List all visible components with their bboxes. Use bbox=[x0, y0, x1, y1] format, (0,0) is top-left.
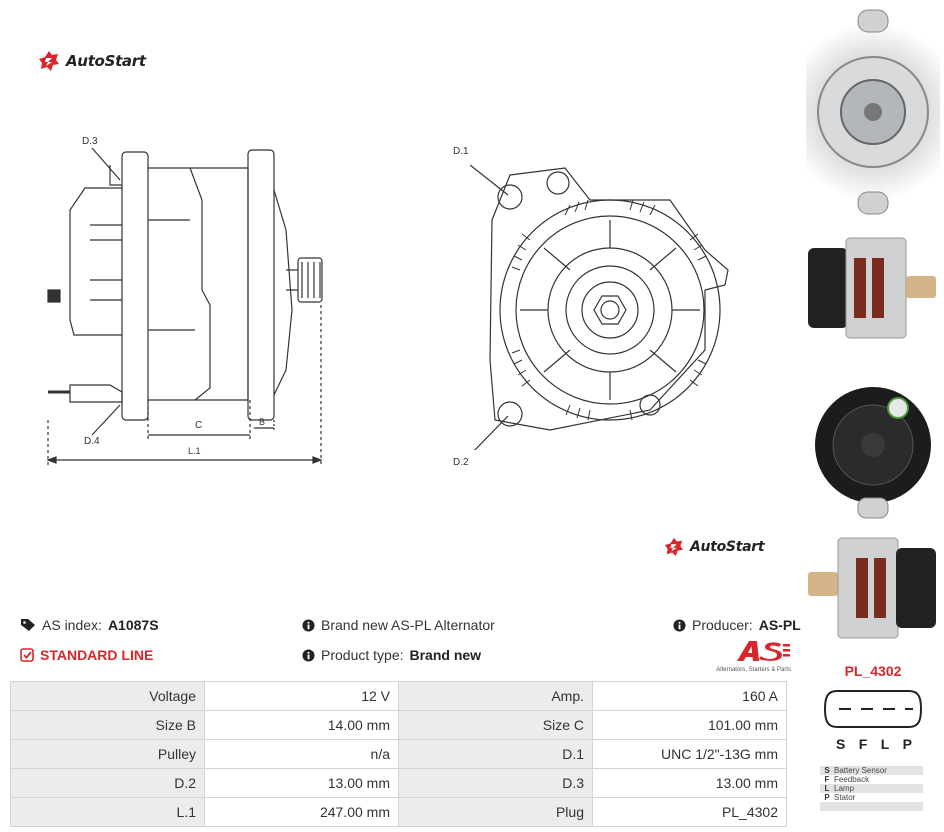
legend-row: S Battery Sensor bbox=[820, 766, 923, 775]
alternator-rear-icon bbox=[815, 387, 931, 519]
legend-key: S bbox=[824, 766, 830, 775]
side-view-drawing bbox=[46, 147, 323, 465]
plug-connector-icon bbox=[823, 690, 923, 728]
spec-value: 160 A bbox=[592, 681, 787, 711]
as-index: AS index: A1087S bbox=[20, 617, 159, 633]
standard-line-text: STANDARD LINE bbox=[40, 647, 154, 663]
brand-new-info: Brand new AS-PL Alternator bbox=[302, 617, 495, 633]
standard-line-badge: STANDARD LINE bbox=[20, 647, 153, 663]
spec-label: L.1 bbox=[10, 797, 205, 827]
product-photo-side2 bbox=[806, 528, 940, 648]
front-view-drawing bbox=[470, 164, 729, 450]
label-d2: D.2 bbox=[453, 457, 469, 468]
as-pl-logo-icon bbox=[737, 641, 790, 661]
legend-key: F bbox=[824, 775, 830, 784]
plug-pins: S F L P bbox=[836, 736, 912, 752]
spec-value: 13.00 mm bbox=[204, 768, 399, 798]
spec-label: Size B bbox=[10, 710, 205, 740]
legend-key: L bbox=[824, 784, 830, 793]
producer-label: Producer: bbox=[692, 617, 753, 633]
product-type-info: Product type: Brand new bbox=[302, 647, 481, 663]
label-l1: L.1 bbox=[188, 446, 201, 456]
product-photo-rear bbox=[806, 370, 940, 520]
as-pl-caption: Alternators, Starters & Parts bbox=[716, 667, 791, 673]
brand-new-text: Brand new AS-PL Alternator bbox=[321, 617, 495, 633]
product-photo-side bbox=[806, 228, 940, 346]
plug-pin: L bbox=[880, 736, 890, 752]
autostart-logo-icon bbox=[664, 537, 684, 557]
legend-row: L Lamp bbox=[820, 784, 923, 793]
tag-icon bbox=[21, 619, 35, 631]
legend-row: F Feedback bbox=[820, 775, 923, 784]
producer-value: AS-PL bbox=[758, 617, 801, 633]
brand-name: AutoStart bbox=[66, 52, 146, 70]
spec-value: 13.00 mm bbox=[592, 768, 787, 798]
plug-pin: F bbox=[858, 736, 868, 752]
legend-row bbox=[820, 802, 923, 811]
info-circle-icon bbox=[673, 618, 686, 632]
alternator-side-icon bbox=[808, 237, 936, 339]
as-pl-logo: Alternators, Starters & Parts bbox=[705, 640, 791, 673]
legend-desc: Stator bbox=[834, 793, 856, 802]
label-b: B bbox=[259, 417, 266, 427]
info-circle-icon bbox=[302, 648, 315, 662]
spec-value: UNC 1/2"-13G mm bbox=[592, 739, 787, 769]
product-type-label: Product type: bbox=[321, 647, 404, 663]
legend-desc: Feedback bbox=[834, 775, 870, 784]
label-c: C bbox=[195, 420, 203, 431]
plug-legend: S Battery Sensor F Feedback L Lamp P Stator bbox=[820, 766, 923, 811]
spec-value: 101.00 mm bbox=[592, 710, 787, 740]
product-type-value: Brand new bbox=[409, 647, 482, 663]
as-index-value: A1087S bbox=[107, 617, 159, 633]
as-index-label: AS index: bbox=[42, 617, 102, 633]
spec-value: 14.00 mm bbox=[204, 710, 399, 740]
autostart-logo-icon bbox=[39, 51, 59, 71]
spec-label: Voltage bbox=[10, 681, 205, 711]
spec-label: Size C bbox=[398, 710, 593, 740]
legend-row: P Stator bbox=[820, 793, 923, 802]
label-d4: D.4 bbox=[84, 436, 100, 447]
legend-key: P bbox=[824, 793, 830, 802]
producer-info: Producer: AS-PL bbox=[673, 617, 801, 633]
alternator-front-icon bbox=[817, 9, 929, 215]
brand-logo: AutoStart bbox=[38, 50, 146, 72]
brand-logo-secondary: AutoStart bbox=[664, 537, 765, 557]
spec-value: 12 V bbox=[204, 681, 399, 711]
spec-label: D.2 bbox=[10, 768, 205, 798]
plug-pin: P bbox=[902, 736, 912, 752]
legend-desc: Battery Sensor bbox=[834, 766, 887, 775]
spec-label: D.3 bbox=[398, 768, 593, 798]
plug-title: PL_4302 bbox=[844, 663, 902, 679]
spec-label: Amp. bbox=[398, 681, 593, 711]
legend-desc: Lamp bbox=[834, 784, 855, 793]
check-square-icon bbox=[20, 648, 34, 662]
spec-label: Plug bbox=[398, 797, 593, 827]
plug-pin: S bbox=[836, 736, 846, 752]
label-d1: D.1 bbox=[453, 146, 469, 157]
product-photo-front bbox=[806, 8, 940, 216]
spec-value: 247.00 mm bbox=[204, 797, 399, 827]
brand-name: AutoStart bbox=[690, 539, 765, 555]
spec-value: PL_4302 bbox=[592, 797, 787, 827]
spec-label: D.1 bbox=[398, 739, 593, 769]
alternator-side-icon bbox=[808, 537, 936, 639]
spec-label: Pulley bbox=[10, 739, 205, 769]
info-circle-icon bbox=[302, 618, 315, 632]
label-d3: D.3 bbox=[82, 136, 98, 147]
spec-value: n/a bbox=[204, 739, 399, 769]
